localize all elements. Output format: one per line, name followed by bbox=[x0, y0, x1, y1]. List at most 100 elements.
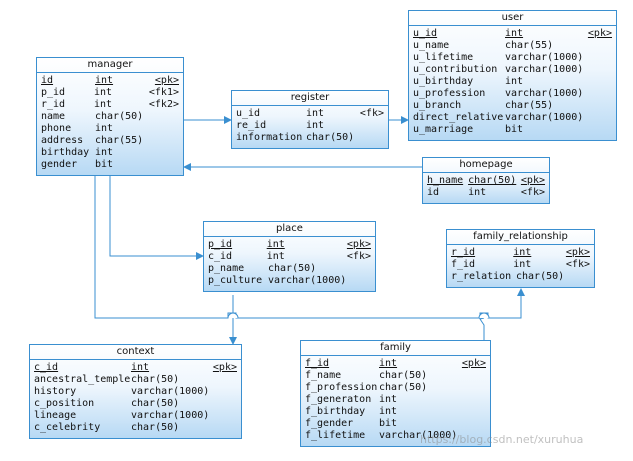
attribute-name: re_id bbox=[236, 120, 267, 131]
attribute-type: int bbox=[93, 99, 113, 110]
attribute-type: int bbox=[266, 251, 285, 262]
attribute-name: ancestral_temple bbox=[34, 374, 131, 385]
attribute-type: bit bbox=[379, 418, 398, 429]
attribute-name: u_lifetime bbox=[413, 52, 474, 63]
entity-title: manager bbox=[37, 58, 183, 73]
attribute-type: char(50) bbox=[131, 398, 180, 409]
attribute-type: int bbox=[379, 358, 398, 369]
attribute-type: int bbox=[305, 108, 325, 119]
attribute-type: char(50) bbox=[306, 132, 355, 143]
attribute-name: u_contribution bbox=[413, 64, 498, 75]
attribute-type: int bbox=[95, 75, 114, 86]
attribute-key: <pk> bbox=[212, 362, 237, 373]
attribute-name: history bbox=[34, 386, 77, 397]
attribute-name: name bbox=[41, 111, 66, 122]
attribute-type: varchar(1000) bbox=[505, 112, 584, 123]
attribute-type: int bbox=[513, 247, 532, 258]
attribute-name: f_profession bbox=[305, 382, 378, 393]
attribute-key: <pk> bbox=[587, 28, 612, 39]
attribute-row: u_lifetime varchar(1000) bbox=[413, 52, 612, 64]
attribute-name: u_id bbox=[413, 28, 438, 39]
attribute-type: bit bbox=[95, 159, 114, 170]
attribute-name: r_id bbox=[41, 99, 66, 110]
attribute-name: lineage bbox=[34, 410, 77, 421]
attribute-type: int bbox=[379, 394, 398, 405]
attribute-type: char(50) bbox=[468, 175, 517, 186]
attribute-name: u_birthday bbox=[413, 76, 474, 87]
attribute-type: varchar(1000) bbox=[505, 64, 584, 75]
attribute-row: f_name char(50) bbox=[305, 370, 486, 382]
attribute-name: f_name bbox=[305, 370, 342, 381]
attribute-name: f_generaton bbox=[305, 394, 372, 405]
attribute-type: int bbox=[379, 406, 398, 417]
attribute-type: int bbox=[306, 120, 325, 131]
entity-title: homepage bbox=[423, 158, 549, 173]
attribute-type: char(50) bbox=[131, 374, 180, 385]
attribute-key: <fk> bbox=[520, 187, 545, 198]
attribute-type: char(55) bbox=[505, 40, 554, 51]
attribute-key: <pk> bbox=[154, 75, 179, 86]
attribute-name: c_id bbox=[208, 251, 233, 262]
attribute-type: char(50) bbox=[131, 422, 180, 433]
attribute-name: h_name bbox=[427, 175, 464, 186]
attribute-name: p_culture bbox=[208, 275, 263, 286]
entity-title: register bbox=[232, 91, 388, 106]
attribute-type: char(50) bbox=[379, 370, 428, 381]
attribute-type: varchar(1000) bbox=[379, 430, 458, 441]
attribute-key: <pk> bbox=[461, 358, 486, 369]
attribute-name: p_name bbox=[208, 263, 245, 274]
attribute-row: c_celebrity char(50) bbox=[34, 422, 237, 434]
attribute-row: u_id int <pk> bbox=[413, 28, 612, 40]
attribute-type: char(50) bbox=[95, 111, 144, 122]
attribute-row: name char(50) bbox=[41, 111, 179, 123]
attribute-key: <pk> bbox=[520, 175, 545, 186]
attribute-name: gender bbox=[41, 159, 78, 170]
relationship-manager-to-family-relationship bbox=[94, 176, 525, 319]
attribute-name: u_profession bbox=[413, 88, 486, 99]
attribute-name: c_celebrity bbox=[34, 422, 101, 433]
attribute-name: u_branch bbox=[413, 100, 462, 111]
attribute-type: char(50) bbox=[516, 271, 565, 282]
attribute-name: birthday bbox=[41, 147, 90, 158]
attribute-type: varchar(1000) bbox=[268, 275, 347, 286]
attribute-type: int bbox=[513, 259, 532, 270]
attribute-type: varchar(1000) bbox=[505, 52, 584, 63]
attribute-name: u_id bbox=[236, 108, 261, 119]
attribute-type: bit bbox=[505, 124, 524, 135]
entity-title: family bbox=[301, 341, 490, 356]
attribute-type: int bbox=[505, 28, 524, 39]
attribute-name: direct_relative bbox=[413, 112, 504, 123]
